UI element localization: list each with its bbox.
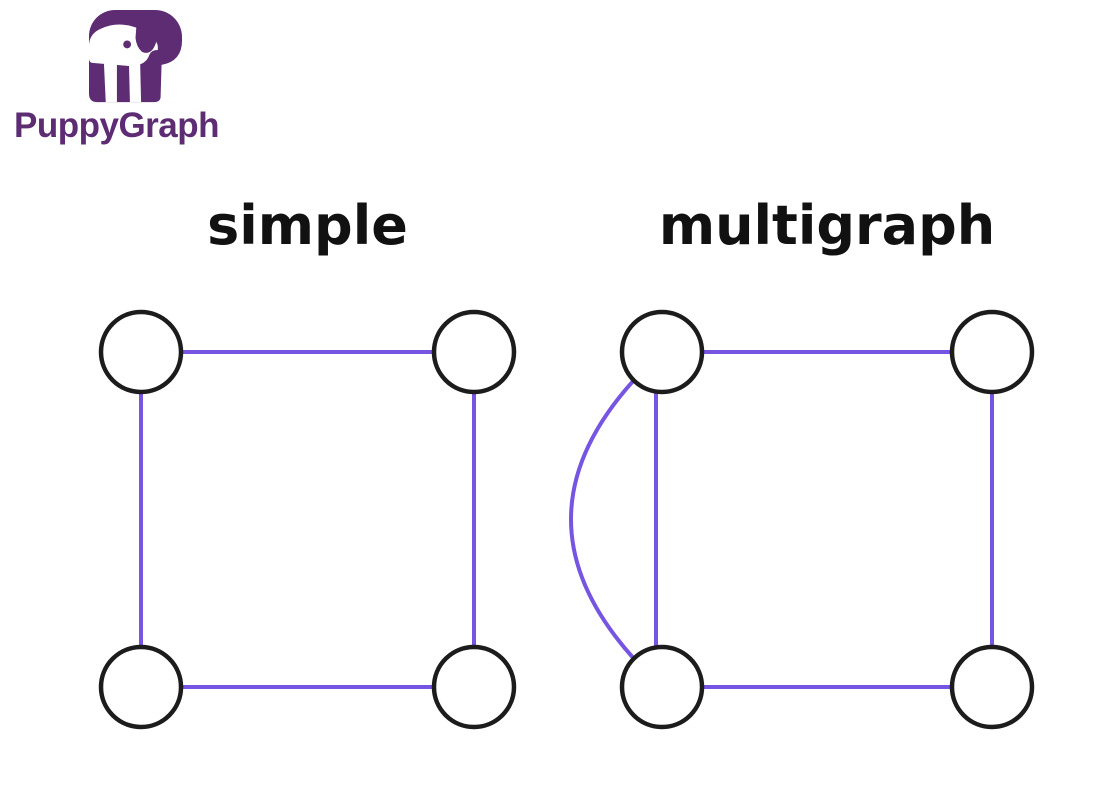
graph-node-top-left: [619, 309, 705, 395]
dog-eye-dot: [123, 40, 132, 49]
multigraph-title: multigraph: [658, 194, 996, 257]
graph-edge-curved: [569, 350, 664, 689]
graph-multigraph: [569, 309, 1035, 730]
graph-node-bottom-left: [98, 644, 184, 730]
graph-node-bottom-right: [949, 644, 1035, 730]
graph-node-bottom-right: [431, 644, 517, 730]
graph-node-bottom-left: [619, 644, 705, 730]
graph-node-top-right: [949, 309, 1035, 395]
graph-node-top-right: [431, 309, 517, 395]
graph-node-top-left: [98, 309, 184, 395]
puppygraph-dog-icon: [89, 10, 182, 103]
graph-simple: [98, 309, 517, 730]
simple-graph-title: simple: [207, 194, 408, 257]
puppygraph-logo: [88, 10, 183, 103]
brand-name: PuppyGraph: [14, 106, 220, 145]
